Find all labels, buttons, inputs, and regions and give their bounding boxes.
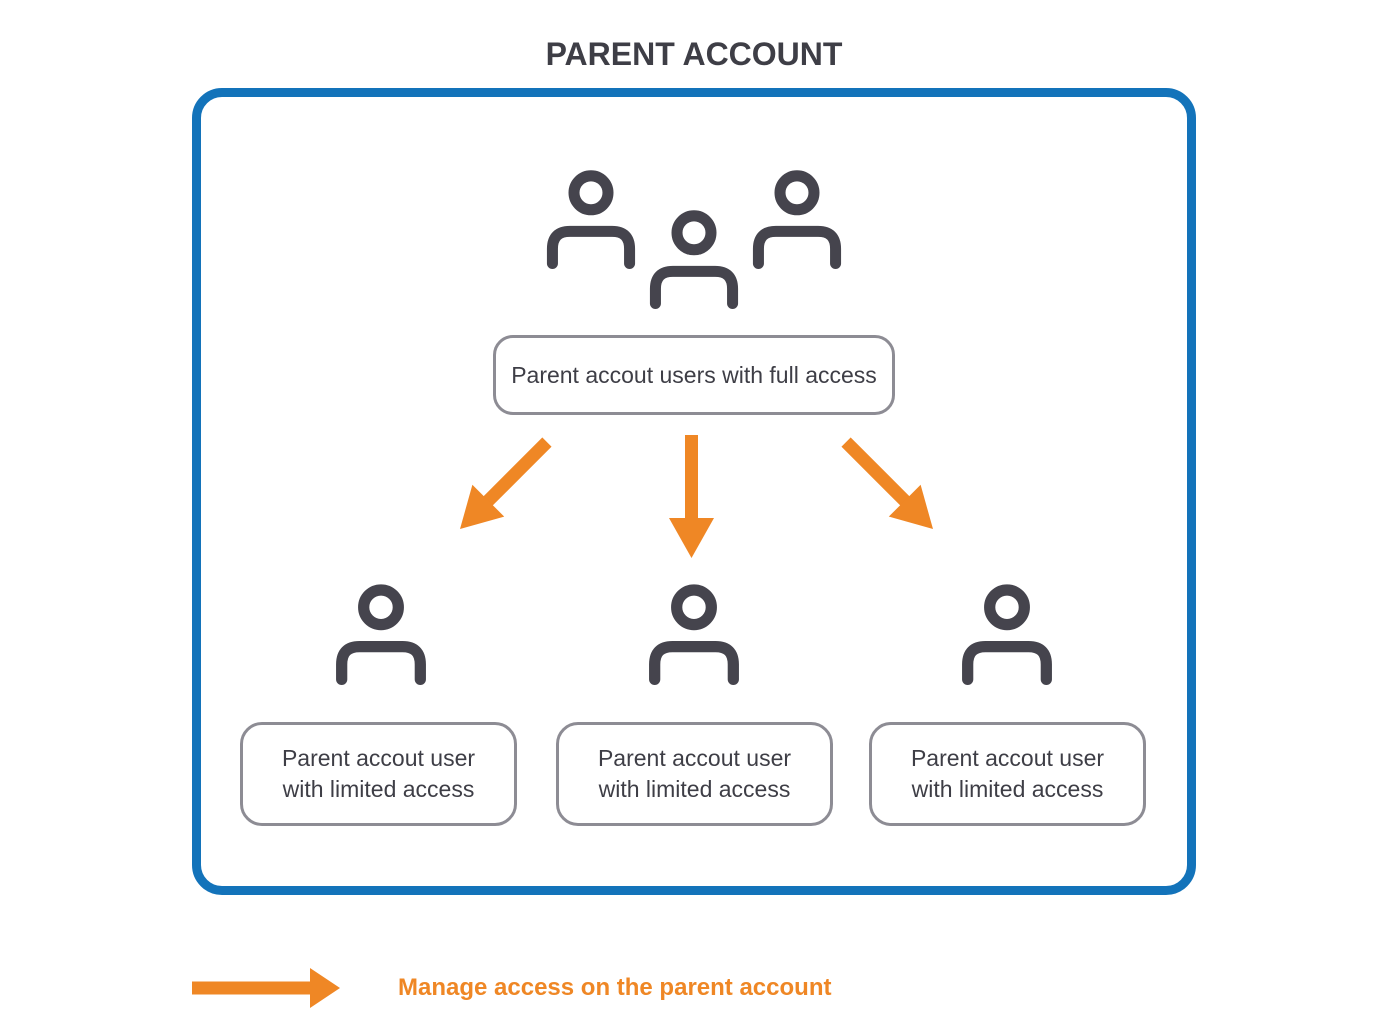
person-icon (751, 168, 843, 269)
manage-access-arrow-middle (668, 435, 715, 558)
full-access-box: Parent accout users with full access (493, 335, 895, 415)
limited-access-box-1: Parent accout user with limited access (240, 722, 517, 826)
person-icon (545, 168, 637, 269)
person-icon (648, 208, 740, 309)
full-access-label: Parent accout users with full access (511, 361, 877, 388)
person-icon (647, 582, 741, 685)
limited-access-box-2: Parent accout user with limited access (556, 722, 833, 826)
limited-access-box-3: Parent accout user with limited access (869, 722, 1146, 826)
limited-access-label-line2: with limited access (598, 776, 791, 802)
limited-access-label-line2: with limited access (911, 776, 1104, 802)
arrow-down-icon (669, 435, 714, 558)
limited-access-label-line1: Parent accout user (597, 745, 792, 771)
page-title: PARENT ACCOUNT (545, 36, 843, 72)
person-icon (960, 582, 1054, 685)
group-users-icon (545, 168, 843, 318)
limited-access-label-line1: Parent accout user (281, 745, 476, 771)
limited-access-label-line1: Parent accout user (910, 745, 1105, 771)
legend-label: Manage access on the parent account (398, 974, 832, 1001)
arrow-right-icon (192, 968, 340, 1008)
legend-arrow-icon (192, 967, 340, 1009)
person-icon (334, 582, 428, 685)
limited-access-label-line2: with limited access (282, 776, 475, 802)
